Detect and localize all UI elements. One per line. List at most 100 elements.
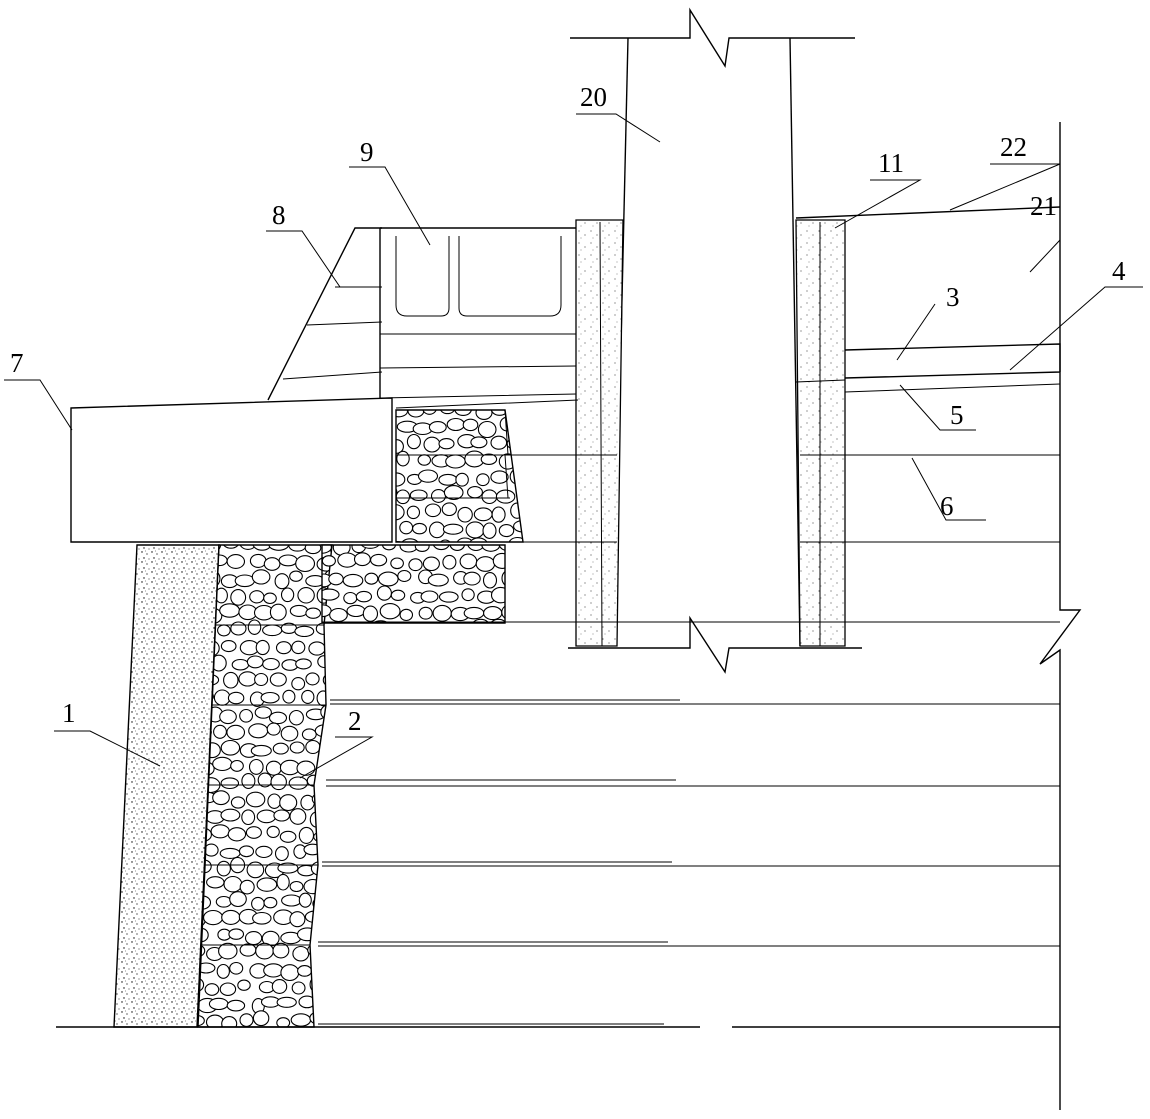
gabion-stone: [422, 556, 440, 572]
gabion-stone: [314, 1030, 327, 1044]
gabion-stone: [456, 537, 474, 542]
gabion-stone: [210, 824, 230, 839]
gabion-stone: [252, 911, 272, 925]
gabion-stone: [277, 862, 299, 874]
gabion-stone: [246, 655, 264, 669]
gabion-stone: [322, 776, 332, 788]
gabion-stone: [248, 723, 269, 739]
gabion-stone: [432, 604, 452, 622]
gabion-stone: [231, 658, 250, 671]
gabion-stone: [491, 506, 506, 523]
gabion-stone: [325, 640, 332, 653]
gabion-stone: [270, 773, 287, 791]
gabion-stone: [417, 454, 432, 466]
gabion-stone: [262, 657, 280, 671]
gabion-stone: [251, 545, 273, 551]
gabion-stone: [421, 410, 438, 415]
gabion-stone: [204, 983, 220, 996]
gabion-stone: [263, 896, 278, 909]
gabion-stone: [239, 708, 254, 723]
gabion-stone: [510, 502, 523, 519]
gabion-stone: [196, 1034, 211, 1045]
gabion-stone: [424, 503, 442, 518]
gabion-stone: [275, 641, 292, 655]
gabion-stone: [219, 982, 237, 996]
gabion-stone: [245, 826, 262, 839]
gabion-stone: [291, 981, 306, 995]
gabion-stone: [268, 545, 290, 551]
gabion-stone: [461, 588, 475, 602]
gabion-stone: [481, 489, 498, 505]
gabion-stone: [280, 964, 300, 982]
gabion-stone: [379, 603, 401, 620]
gabion-stone: [290, 1013, 312, 1027]
gabion-stone: [449, 545, 466, 551]
gabion-stone: [269, 603, 287, 621]
gabion-stone: [279, 830, 297, 843]
gabion-stone: [399, 520, 414, 535]
gabion-stone: [337, 552, 358, 568]
gabion-stone: [327, 963, 332, 978]
gabion-stone: [289, 880, 304, 893]
gabion-stone: [339, 642, 357, 658]
u-channel-9: [379, 227, 578, 399]
gabion-stone: [238, 845, 255, 858]
gabion-stone: [276, 996, 297, 1008]
gabion-stone: [342, 841, 355, 857]
gabion-stone: [281, 894, 302, 907]
slope-fill-8: [267, 227, 383, 401]
gabion-stone: [331, 862, 332, 880]
gabion-stone: [492, 552, 505, 569]
gabion-stone: [515, 416, 523, 433]
gabion-stone: [294, 625, 315, 638]
gabion-stone: [399, 608, 414, 622]
gabion-stone: [490, 586, 505, 604]
gabion-stone: [304, 545, 322, 555]
label-2: 2: [348, 706, 362, 736]
gabion-stone: [336, 795, 350, 806]
gabion-stone: [230, 589, 247, 606]
gabion-stone: [446, 417, 465, 432]
gabion-stone: [310, 861, 331, 876]
gabion-stone: [316, 927, 332, 943]
label-6: 6: [940, 491, 954, 521]
gabion-stone: [488, 618, 505, 623]
gabion-stone: [342, 573, 364, 588]
gabion-stone: [327, 809, 332, 821]
gabion-stone: [268, 711, 288, 725]
gabion-stone: [516, 489, 523, 501]
gabion-stone: [476, 473, 490, 487]
gabion-stone: [360, 545, 381, 549]
gabion-stone: [498, 453, 517, 470]
gabion-stone: [303, 878, 323, 895]
gabion-stone: [438, 591, 459, 603]
gabion-stone: [255, 639, 270, 656]
cantilever-slab-7: [70, 397, 393, 543]
gabion-stone: [278, 554, 298, 567]
gabion-stone: [473, 507, 493, 522]
gabion-stone: [423, 436, 441, 453]
gabion-stone: [437, 539, 453, 542]
gabion-stone: [226, 554, 246, 569]
gabion-stone: [241, 773, 256, 789]
gabion-stone: [239, 1013, 254, 1027]
gabion-stone: [262, 624, 283, 637]
gabion-stone: [217, 624, 231, 637]
gabion-stone: [251, 896, 265, 911]
gabion-stone: [263, 557, 281, 571]
gabion-stone: [376, 585, 392, 601]
gabion-stone: [289, 808, 307, 825]
gabion-stone: [335, 623, 349, 637]
gabion-stone: [328, 572, 344, 586]
gabion-stone: [263, 1029, 282, 1045]
gabion-stone: [246, 861, 265, 879]
gabion-stone: [428, 521, 446, 539]
gabion-stone: [480, 453, 498, 465]
gabion-stone: [288, 709, 304, 726]
gabion-stone: [418, 606, 433, 620]
gabion-stone: [522, 468, 523, 486]
gabion-stone: [340, 622, 355, 623]
gabion-stone: [407, 622, 428, 623]
label-1: 1: [62, 698, 76, 728]
gabion-stone: [321, 740, 332, 753]
